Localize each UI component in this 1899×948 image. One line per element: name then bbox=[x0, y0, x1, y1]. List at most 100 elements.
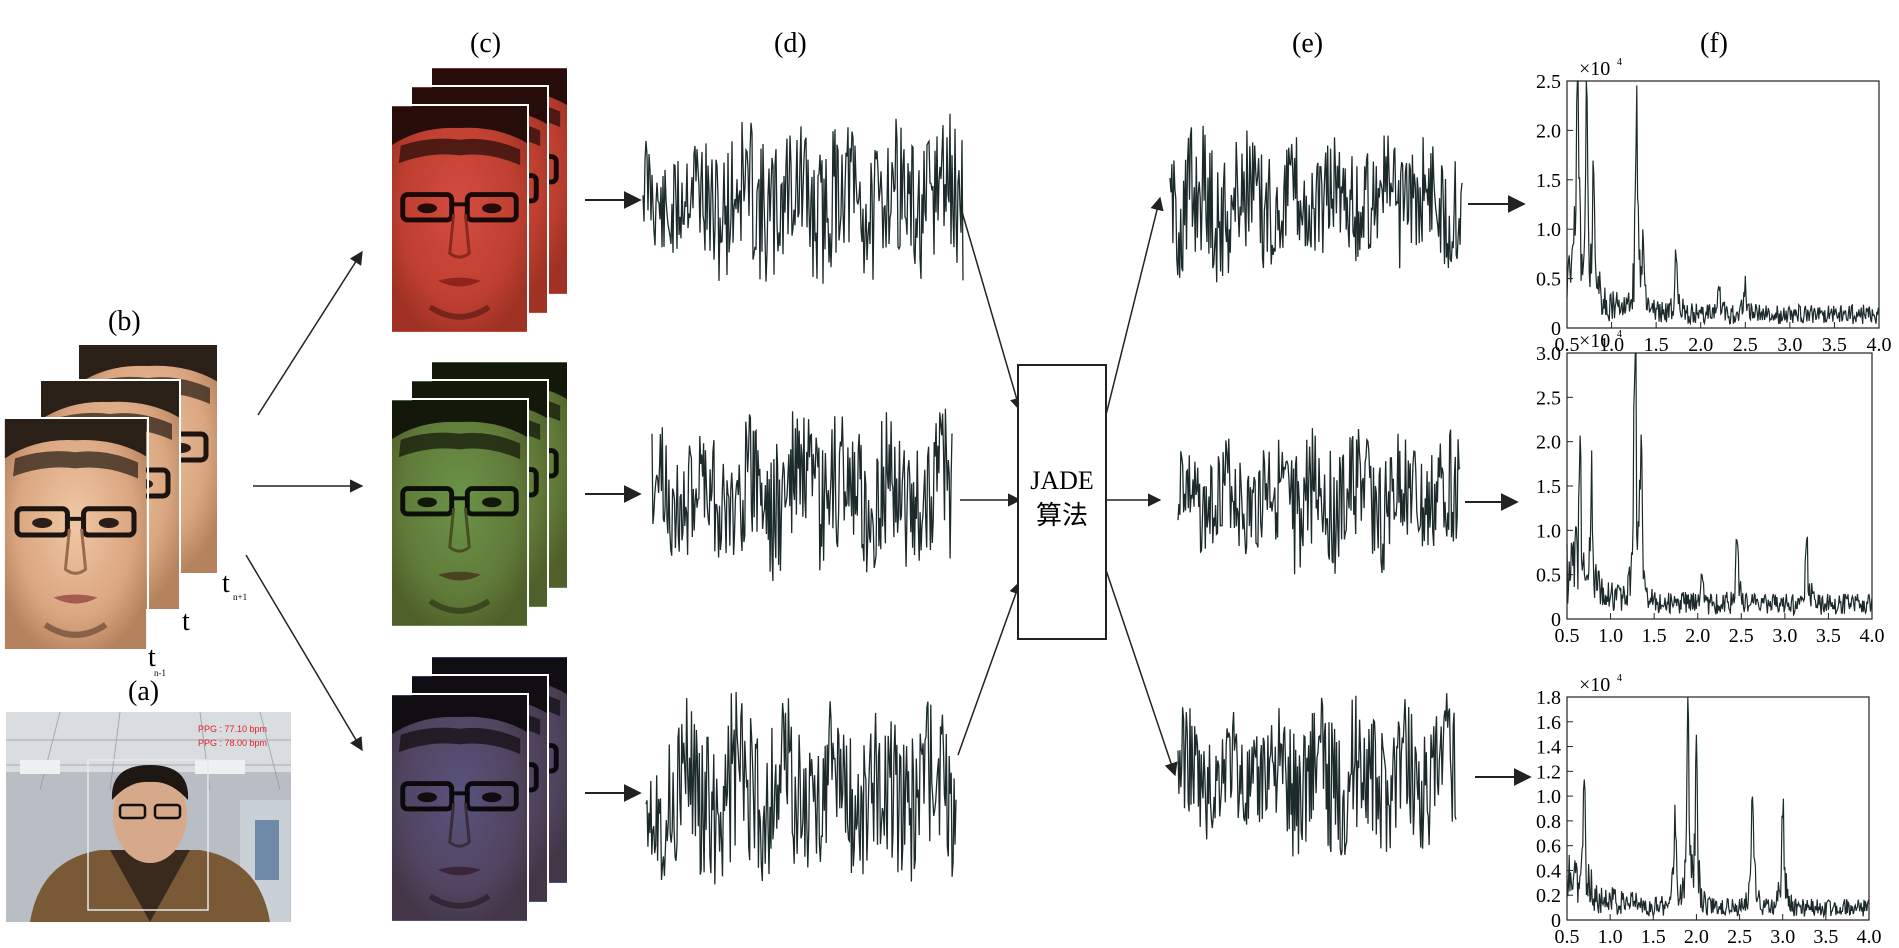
plot-frame bbox=[1566, 352, 1873, 620]
arrow-icon bbox=[245, 554, 363, 752]
x-tick-label: 1.5 bbox=[1644, 334, 1669, 356]
x-tick-label: 4.0 bbox=[1857, 926, 1882, 948]
jade-algorithm-box: JADE 算法 bbox=[1017, 364, 1107, 640]
y-tick-label: 0.4 bbox=[1536, 860, 1561, 882]
y-tick-label: 0.2 bbox=[1536, 885, 1561, 907]
label-b: (b) bbox=[108, 306, 141, 337]
face-frame-prev bbox=[2, 417, 149, 651]
plot-frame bbox=[1566, 80, 1880, 329]
y-tick-label: 2.5 bbox=[1536, 387, 1561, 409]
arrow-icon bbox=[957, 580, 1023, 756]
y-tick-label: 1.2 bbox=[1536, 761, 1561, 783]
raw-signal-blue bbox=[645, 691, 957, 885]
y-tick-label: 0.5 bbox=[1536, 269, 1561, 291]
x-tick-label: 2.0 bbox=[1688, 334, 1713, 356]
scale-exponent: 4 bbox=[1617, 329, 1622, 340]
x-tick-label: 3.5 bbox=[1813, 926, 1838, 948]
y-tick-label: 0.8 bbox=[1536, 811, 1561, 833]
x-tick-label: 3.5 bbox=[1822, 334, 1847, 356]
camera-snapshot: PPG : 77.10 bpm PPG : 78.00 bpm bbox=[6, 711, 291, 922]
y-tick-label: 1.5 bbox=[1536, 476, 1561, 498]
separated-signal-3 bbox=[1177, 693, 1457, 857]
channel-stacks bbox=[390, 66, 569, 923]
time-label-next: t bbox=[222, 568, 230, 599]
x-tick-label: 0.5 bbox=[1555, 334, 1580, 356]
spectrum-line bbox=[1566, 80, 1880, 326]
y-tick-label: 1.0 bbox=[1536, 786, 1561, 808]
y-tick-label: 3.0 bbox=[1536, 343, 1561, 365]
y-tick-label: 0 bbox=[1551, 318, 1561, 340]
x-tick-label: 3.0 bbox=[1770, 926, 1795, 948]
arrow-icon bbox=[257, 250, 363, 416]
y-tick-label: 2.0 bbox=[1536, 432, 1561, 454]
signal-traces bbox=[642, 113, 1463, 885]
x-tick-label: 4.0 bbox=[1867, 334, 1892, 356]
scale-label: ×10 bbox=[1579, 330, 1610, 352]
time-label-next-sub: n+1 bbox=[233, 592, 247, 602]
label-f: (f) bbox=[1700, 28, 1728, 59]
channel-stack-red bbox=[390, 66, 569, 334]
scale-label: ×10 bbox=[1579, 58, 1610, 80]
arrow-icon bbox=[1105, 569, 1178, 777]
x-tick-label: 1.0 bbox=[1598, 926, 1623, 948]
x-tick-label: 3.5 bbox=[1816, 625, 1841, 647]
ppg-readout-1: PPG : 77.10 bpm bbox=[198, 724, 267, 734]
time-label-current: t bbox=[182, 606, 190, 637]
label-e: (e) bbox=[1292, 28, 1323, 59]
spectrum-line bbox=[1566, 352, 1873, 617]
y-tick-label: 1.0 bbox=[1536, 219, 1561, 241]
x-tick-label: 2.5 bbox=[1733, 334, 1758, 356]
x-tick-label: 2.5 bbox=[1729, 625, 1754, 647]
jade-title: JADE bbox=[1030, 466, 1094, 495]
x-tick-label: 2.0 bbox=[1684, 926, 1709, 948]
y-tick-label: 1.6 bbox=[1536, 712, 1561, 734]
arrow-icon bbox=[1105, 196, 1164, 416]
plot-frame bbox=[1566, 696, 1870, 921]
x-tick-label: 2.5 bbox=[1727, 926, 1752, 948]
x-tick-label: 2.0 bbox=[1685, 625, 1710, 647]
channel-frame-green bbox=[390, 398, 529, 628]
y-tick-label: 1.5 bbox=[1536, 170, 1561, 192]
x-tick-label: 0.5 bbox=[1555, 926, 1580, 948]
jade-subtitle: 算法 bbox=[1036, 501, 1088, 530]
raw-signal-green bbox=[651, 408, 953, 582]
face-frame-stack bbox=[2, 343, 219, 651]
x-tick-label: 3.0 bbox=[1772, 625, 1797, 647]
scale-exponent: 4 bbox=[1617, 57, 1622, 68]
y-tick-label: 1.4 bbox=[1536, 737, 1561, 759]
label-d: (d) bbox=[774, 28, 807, 59]
y-tick-label: 0.5 bbox=[1536, 565, 1561, 587]
y-tick-label: 0 bbox=[1551, 910, 1561, 932]
channel-stack-green bbox=[390, 360, 569, 628]
y-tick-label: 2.5 bbox=[1536, 71, 1561, 93]
y-tick-label: 1.8 bbox=[1536, 687, 1561, 709]
raw-signal-red bbox=[642, 113, 964, 284]
label-a: (a) bbox=[128, 676, 159, 707]
x-tick-label: 0.5 bbox=[1555, 625, 1580, 647]
y-tick-label: 0.6 bbox=[1536, 836, 1561, 858]
time-label-prev-sub: n-1 bbox=[154, 668, 166, 678]
channel-stack-blue bbox=[390, 655, 569, 923]
spectrum-line bbox=[1566, 696, 1870, 919]
x-tick-label: 1.5 bbox=[1641, 926, 1666, 948]
x-tick-label: 1.0 bbox=[1598, 625, 1623, 647]
scale-exponent: 4 bbox=[1617, 673, 1622, 684]
ppg-readout-2: PPG : 78.00 bpm bbox=[198, 738, 267, 748]
time-label-prev: t bbox=[148, 642, 156, 673]
x-tick-label: 3.0 bbox=[1777, 334, 1802, 356]
arrow-icon bbox=[959, 204, 1024, 412]
scale-label: ×10 bbox=[1579, 674, 1610, 696]
channel-frame-red bbox=[390, 104, 529, 334]
separated-signal-2 bbox=[1177, 428, 1461, 575]
x-tick-label: 1.0 bbox=[1599, 334, 1624, 356]
x-tick-label: 1.5 bbox=[1642, 625, 1667, 647]
channel-frame-blue bbox=[390, 693, 529, 923]
y-tick-label: 0 bbox=[1551, 609, 1561, 631]
y-tick-label: 1.0 bbox=[1536, 520, 1561, 542]
label-c: (c) bbox=[470, 28, 501, 59]
separated-signal-1 bbox=[1169, 125, 1463, 283]
